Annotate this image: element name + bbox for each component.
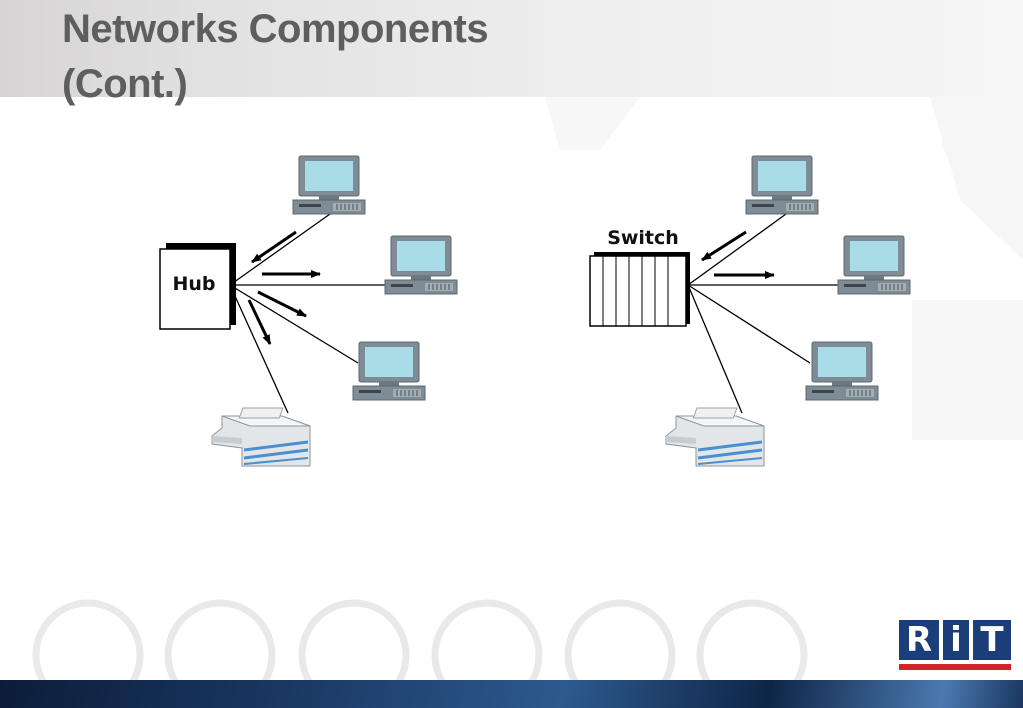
computer-icon — [384, 235, 458, 295]
printer-icon — [210, 406, 312, 468]
hub-arrows — [247, 230, 321, 345]
hub-cables — [229, 213, 392, 414]
computer-icon — [745, 155, 819, 215]
title-line-2: (Cont.) — [62, 62, 188, 106]
switch-arrows — [701, 230, 775, 279]
rit-logo: R i T — [899, 620, 1011, 672]
slide-title: Networks Components (Cont.) — [62, 2, 489, 112]
hub-label: Hub — [172, 273, 215, 295]
logo-letter: R — [899, 620, 939, 660]
computer-icon — [352, 341, 426, 401]
footer-bar — [0, 680, 1023, 708]
switch-label: Switch — [607, 227, 679, 249]
logo-letter: i — [943, 620, 969, 660]
switch-cables — [687, 213, 842, 414]
computer-icon — [837, 235, 911, 295]
logo-underline — [899, 664, 1011, 670]
switch-diagram: Switch — [589, 155, 911, 468]
title-line-1: Networks Components — [62, 7, 489, 51]
hub-diagram: Hub — [159, 155, 458, 468]
logo-letter: T — [973, 620, 1011, 660]
printer-icon — [664, 406, 766, 468]
computer-icon — [805, 341, 879, 401]
header-band — [0, 0, 1023, 97]
computer-icon — [292, 155, 366, 215]
switch-device: Switch — [589, 227, 690, 327]
hub-device: Hub — [159, 243, 236, 330]
